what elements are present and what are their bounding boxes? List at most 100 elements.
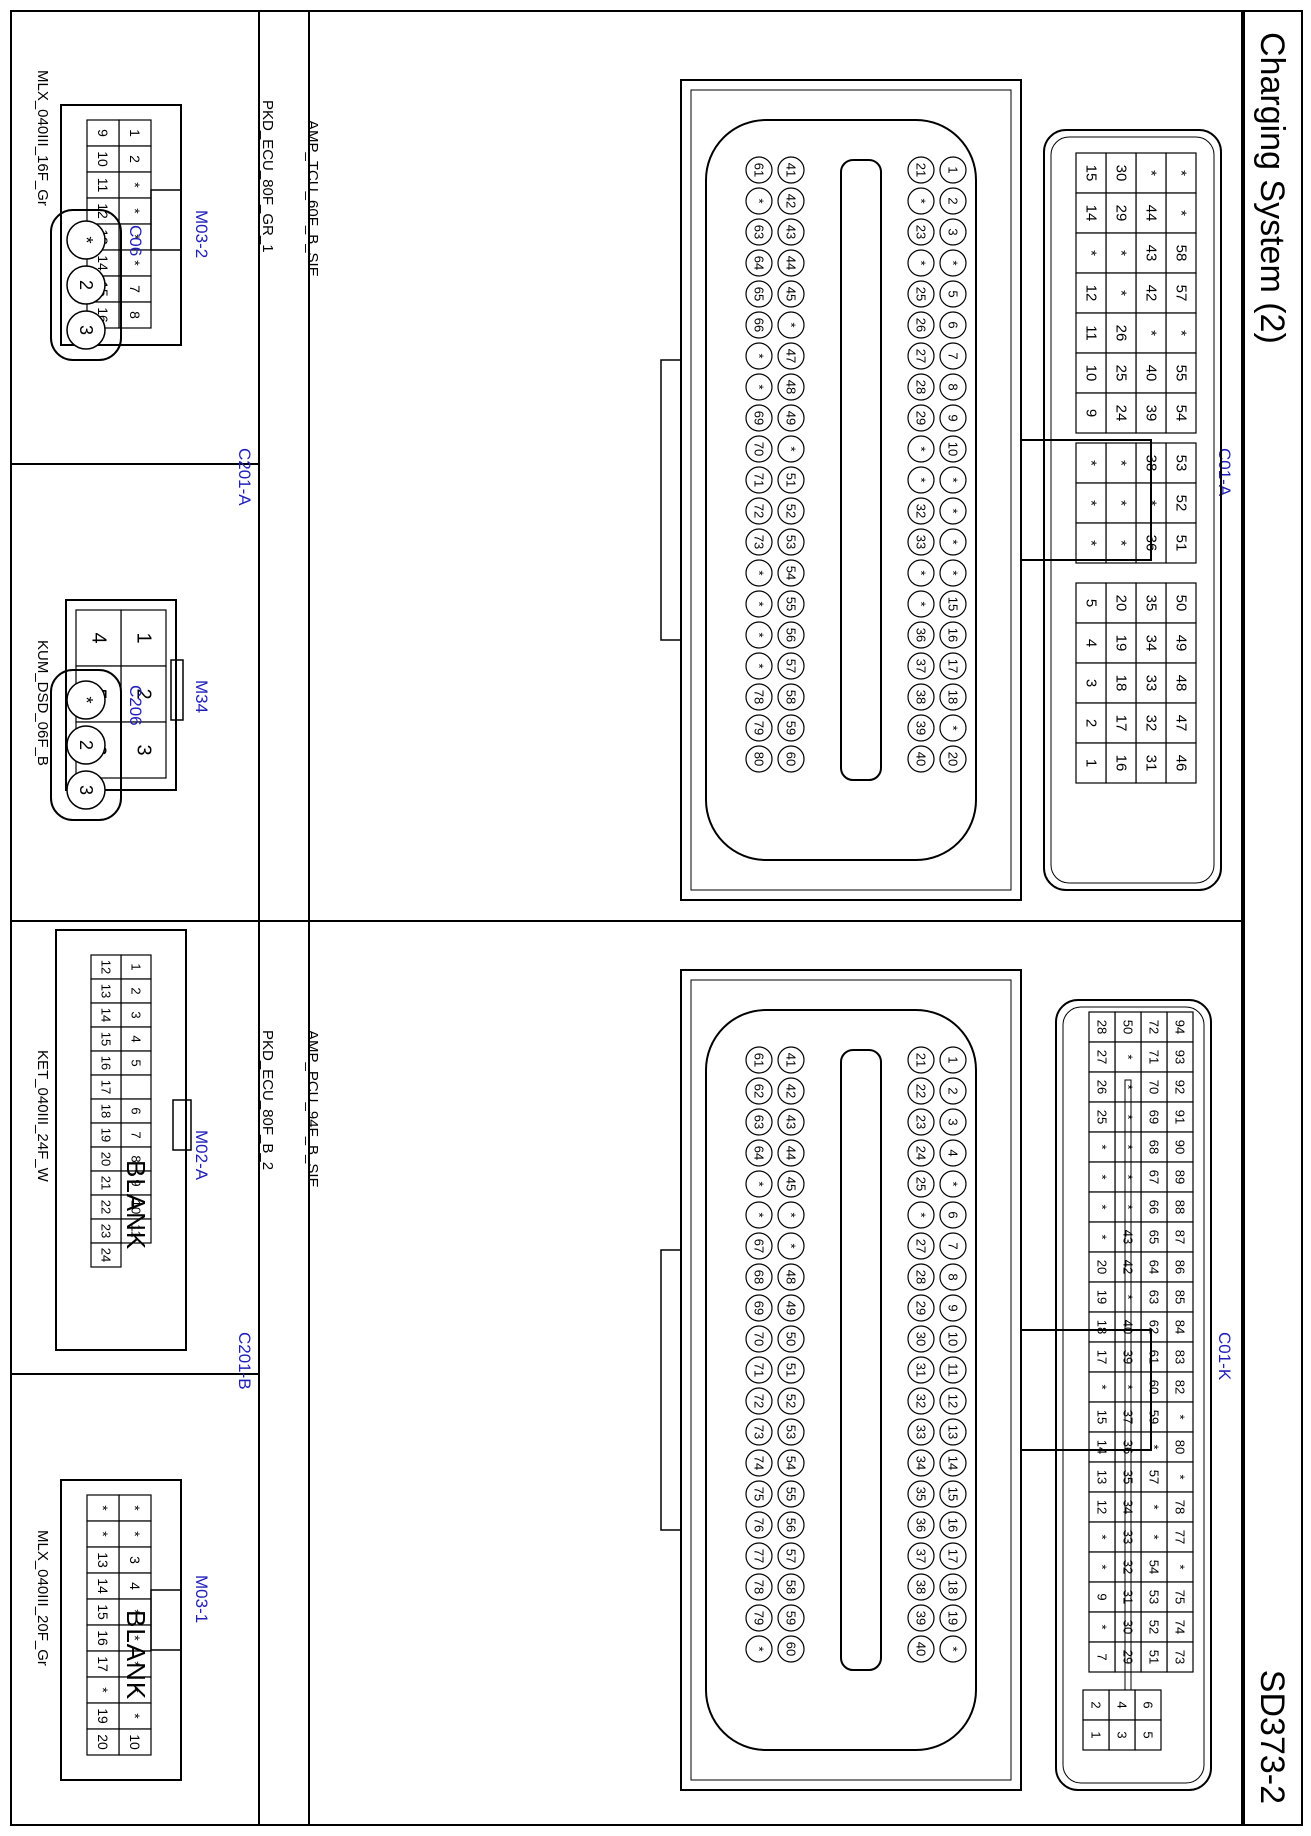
m031-pin-label: 14 xyxy=(95,1578,111,1594)
c01a-pin-label: 40 xyxy=(1143,365,1160,382)
c201b-pin-circle xyxy=(939,1573,967,1601)
c201a-pin-circle xyxy=(745,621,773,649)
m032-part: MLX_040III_16F_Gr xyxy=(34,70,51,206)
c201a-pin-circle xyxy=(777,342,805,370)
m032-latch xyxy=(150,189,182,251)
c201b-pin-label: 19 xyxy=(946,1611,961,1625)
c01a-pin-label: 20 xyxy=(1113,595,1130,612)
c01k-pin-label: 68 xyxy=(1147,1140,1162,1154)
sheet-code: SD373-2 xyxy=(1253,1669,1291,1804)
c201b-pin-circle xyxy=(777,1046,805,1074)
c201a-pin-label: 48 xyxy=(784,380,799,394)
c201b-pin-circle xyxy=(907,1170,935,1198)
c201a-pin-label: * xyxy=(946,539,961,544)
c201b-pin-circle xyxy=(745,1201,773,1229)
c201b-pin-label: 38 xyxy=(914,1580,929,1594)
c201b-pin-label: 62 xyxy=(752,1084,767,1098)
c01k-pin-label: 90 xyxy=(1173,1140,1188,1154)
m02a-pin-label: 19 xyxy=(99,1128,114,1142)
c201a-pin-label: * xyxy=(914,477,929,482)
c01a-pin-label: 46 xyxy=(1173,755,1190,772)
c01k-small-pin-label: 5 xyxy=(1141,1731,1156,1738)
c01a-pin-label: 19 xyxy=(1113,635,1130,652)
c01k-pin-label: 28 xyxy=(1095,1020,1110,1034)
c01k-pin-label: 33 xyxy=(1121,1530,1136,1544)
c201a-pin-circle xyxy=(939,652,967,680)
m02a-pin-label: 9 xyxy=(129,1179,144,1186)
c201b-pin-circle xyxy=(777,1201,805,1229)
c201a-pin-label: 72 xyxy=(752,504,767,518)
m031-pin-label: 3 xyxy=(127,1556,143,1564)
m02a-pin-label: 11 xyxy=(129,1224,144,1238)
c201b-pin-label: 7 xyxy=(946,1242,961,1249)
c201b-pin-label: 25 xyxy=(914,1177,929,1191)
c201b-pin-circle xyxy=(939,1511,967,1539)
c201a-pin-circle xyxy=(777,249,805,277)
c01a-pin-label: 26 xyxy=(1113,325,1130,342)
c201b-pin-circle xyxy=(745,1077,773,1105)
c201a-pin-circle xyxy=(745,187,773,215)
c201b-pin-label: 40 xyxy=(914,1642,929,1656)
c201a-pin-label: * xyxy=(946,508,961,513)
m02a-part: KET_040III_24F_W xyxy=(34,1050,51,1182)
c201b-pin-label: 17 xyxy=(946,1549,961,1563)
m031-pin-label: 15 xyxy=(95,1604,111,1620)
c201b-pin-circle xyxy=(907,1635,935,1663)
c201b-pin-label: 31 xyxy=(914,1363,929,1377)
m02a-pin-label: 22 xyxy=(99,1200,114,1214)
c201a-pin-label: 55 xyxy=(784,597,799,611)
c201a-pin-circle xyxy=(939,280,967,308)
c201a-pin-label: 28 xyxy=(914,380,929,394)
c201b-pin-circle xyxy=(939,1077,967,1105)
c201a-pin-label: * xyxy=(752,198,767,203)
c01k-pin-label: * xyxy=(1121,1294,1136,1299)
c201a-pin-label: 17 xyxy=(946,659,961,673)
c01k-pin-label: * xyxy=(1121,1114,1136,1119)
c01k-pin-label: 61 xyxy=(1147,1350,1162,1364)
c201b-pin-circle xyxy=(939,1232,967,1260)
c201a-pin-label: 27 xyxy=(914,349,929,363)
c201b-pin-circle xyxy=(939,1139,967,1167)
c06-pin-circle xyxy=(66,310,106,350)
c201b-lock-tab xyxy=(660,1249,682,1531)
c201a-pin-label: 45 xyxy=(784,287,799,301)
c01a-pin-label: * xyxy=(1083,250,1100,256)
c01k-pin-label: 83 xyxy=(1173,1350,1188,1364)
c201a-pin-label: 47 xyxy=(784,349,799,363)
c201b-pin-label: 69 xyxy=(752,1301,767,1315)
c201a-pin-circle xyxy=(907,621,935,649)
c01k-pin-label: 57 xyxy=(1147,1470,1162,1484)
c01a-pin-label: * xyxy=(1143,330,1160,336)
c201a-pin-label: 26 xyxy=(914,318,929,332)
c201a-pin-label: 71 xyxy=(752,473,767,487)
c201a-pin-circle xyxy=(745,466,773,494)
c06-pin-label: * xyxy=(76,236,96,243)
c01a-pin-label: 3 xyxy=(1083,679,1100,687)
c201a-lock-tab xyxy=(660,359,682,641)
c201b-pin-label: 10 xyxy=(946,1332,961,1346)
c201b-pin-label: * xyxy=(752,1646,767,1651)
c201a-pin-label: 43 xyxy=(784,225,799,239)
c01k-pin-label: 34 xyxy=(1121,1500,1136,1514)
c201a-pin-label: 37 xyxy=(914,659,929,673)
c01a-pin-label: 12 xyxy=(1083,285,1100,302)
c201b-pin-label: 32 xyxy=(914,1394,929,1408)
c201a-pin-label: 18 xyxy=(946,690,961,704)
c01k-pin-label: 50 xyxy=(1121,1020,1136,1034)
c201b-pin-circle xyxy=(745,1232,773,1260)
c201a-pin-label: 16 xyxy=(946,628,961,642)
m032-pin-label: * xyxy=(127,208,143,214)
c01a-part: AMP_TCU_60F_B_SIE xyxy=(304,120,321,277)
c201b-pin-circle xyxy=(777,1604,805,1632)
c201b-pin-circle xyxy=(745,1387,773,1415)
c01k-pin-label: 17 xyxy=(1095,1350,1110,1364)
c201b-pin-label: 16 xyxy=(946,1518,961,1532)
c201b-pin-label: 42 xyxy=(784,1084,799,1098)
c01k-pin-label: 67 xyxy=(1147,1170,1162,1184)
c201a-pin-label: 25 xyxy=(914,287,929,301)
m031-pin-label: 13 xyxy=(95,1552,111,1568)
c01k-pin-cell xyxy=(1088,1641,1116,1673)
c201b-pin-label: 15 xyxy=(946,1487,961,1501)
c01a-pin-label: 48 xyxy=(1173,675,1190,692)
c01a-pin-label: * xyxy=(1143,170,1160,176)
